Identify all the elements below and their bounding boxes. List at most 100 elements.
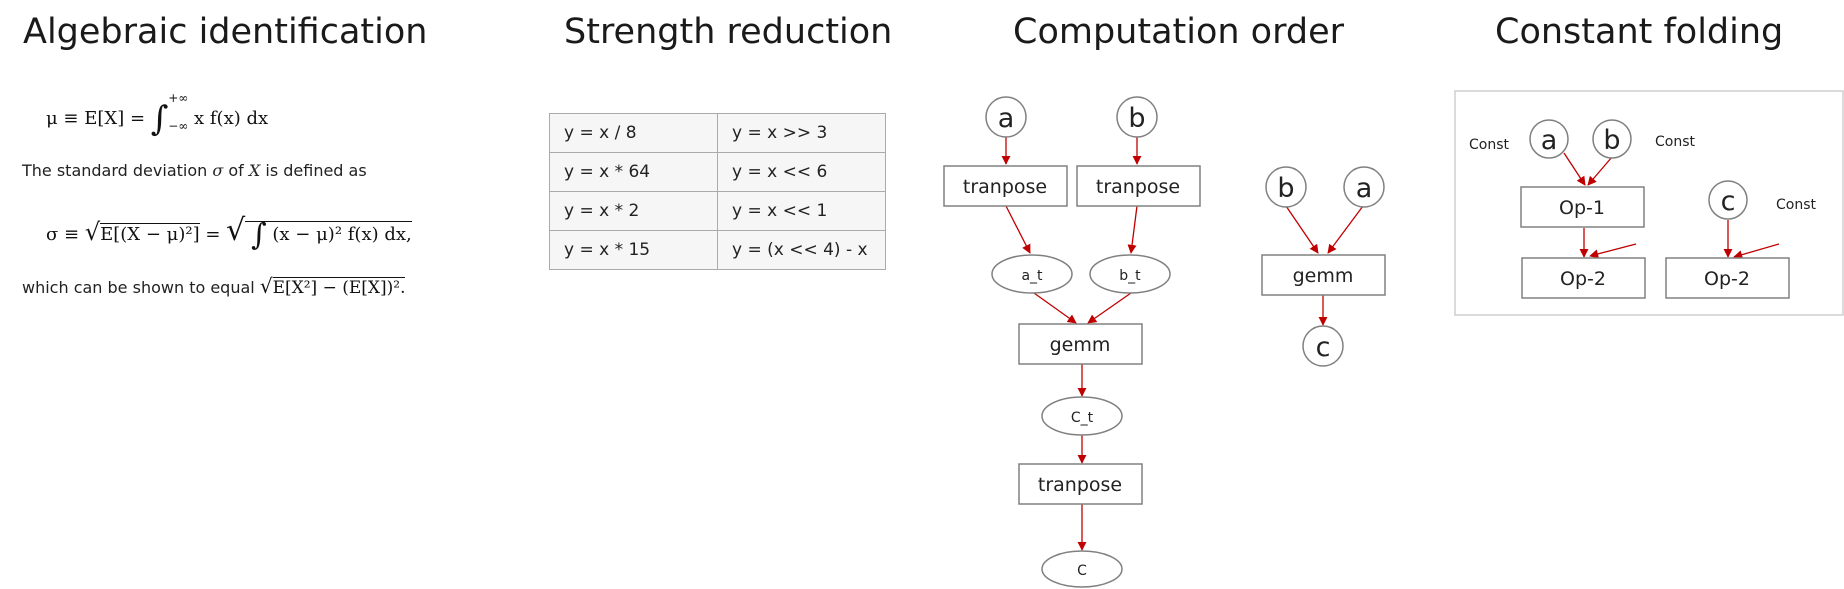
strength-reduction-table: y = x / 8 y = x >> 3 y = x * 64 y = x <<…	[549, 113, 886, 270]
table-cell: y = x << 6	[717, 152, 886, 192]
table-row: y = x / 8 y = x >> 3	[549, 113, 886, 153]
integral-sign: ∫	[150, 99, 169, 139]
order-node-a: a	[985, 96, 1027, 138]
edge-b-gemm	[1285, 205, 1319, 254]
table-cell: y = x >> 3	[717, 113, 886, 153]
limit-upper: +∞	[168, 91, 189, 105]
table-cell: y = (x << 4) - x	[717, 230, 886, 270]
formula-mean-rhs: x f(x) dx	[194, 108, 269, 129]
integral-sign-2: ∫	[251, 217, 267, 253]
fold-node-c-label: c	[1721, 186, 1736, 217]
order-right-node-c: c	[1302, 325, 1344, 367]
formula-equal-body: E[X²] − (E[X])².	[272, 277, 406, 298]
fold-const-label-1: Const	[1469, 137, 1510, 153]
edge-transpose-bt	[1127, 205, 1138, 254]
formula-std-rhs: (x − μ)² f(x) dx,	[272, 224, 412, 245]
order-right-edges	[1285, 205, 1364, 326]
order-gemm-label: gemm	[1050, 334, 1111, 356]
fold-const-label-2: Const	[1655, 134, 1696, 150]
edge-fold-b-op1	[1587, 156, 1613, 186]
formula-std-dev: σ ≡ √E[(X − μ)²] = √ ∫ (x − μ)² f(x) dx,	[46, 213, 412, 253]
order-right-gemm: gemm	[1261, 254, 1386, 296]
title-strength-reduction: Strength reduction	[564, 12, 893, 52]
std-dev-text-a: The standard deviation	[22, 161, 208, 180]
std-dev-text-c: is defined as	[265, 161, 367, 180]
order-transpose-b: tranpose	[1076, 165, 1201, 207]
order-right-node-a-label: a	[1356, 173, 1373, 204]
edge-transpose-at	[1005, 205, 1031, 254]
order-right-node-b-label: b	[1277, 173, 1294, 204]
table-row: y = x * 15 y = (x << 4) - x	[549, 230, 886, 270]
x-symbol: X	[248, 161, 261, 180]
edge-fold-const-op2-right	[1733, 243, 1780, 260]
sigma-symbol: σ	[212, 161, 224, 180]
edge-bt-gemm	[1087, 292, 1132, 324]
fold-const-label-3: Const	[1776, 197, 1817, 213]
order-node-a-t-label: a_t	[1021, 268, 1043, 284]
table-cell: y = x / 8	[549, 113, 718, 153]
fold-node-b: b	[1592, 119, 1632, 159]
formula-mean-lhs: μ ≡ E[X] =	[46, 108, 146, 129]
fold-op1: Op-1	[1520, 186, 1645, 228]
edge-at-gemm	[1033, 292, 1077, 324]
order-node-c-out: C	[1041, 550, 1123, 588]
order-right-node-b: b	[1265, 166, 1307, 208]
title-computation-order: Computation order	[1013, 12, 1345, 52]
computation-order-graph-left: a b tranpose tranpose a_t b_t gemm C_t	[943, 96, 1201, 588]
sqrt-sign-2: √	[226, 213, 246, 248]
table-cell: y = x * 64	[549, 152, 718, 192]
order-node-b-t: b_t	[1089, 254, 1171, 294]
std-dev-sentence: The standard deviation σ of X is defined…	[22, 161, 367, 180]
sqrt-sign-1: √	[84, 218, 101, 246]
order-node-b-label: b	[1128, 103, 1145, 134]
edge-fold-a-op1	[1563, 152, 1586, 186]
std-dev-text-b: of	[228, 161, 244, 180]
formula-std-eq: =	[205, 224, 221, 245]
order-node-a-label: a	[998, 103, 1015, 134]
order-node-c-out-label: C	[1077, 563, 1087, 579]
table-cell: y = x << 1	[717, 191, 886, 231]
edge-a-gemm	[1327, 205, 1364, 254]
formula-std-lhs: σ ≡	[46, 224, 80, 245]
order-node-b: b	[1116, 96, 1158, 138]
order-transpose-b-label: tranpose	[1096, 176, 1180, 198]
order-right-node-a: a	[1343, 166, 1385, 208]
equal-text: which can be shown to equal	[22, 278, 255, 297]
fold-node-b-label: b	[1603, 125, 1620, 156]
order-transpose-a: tranpose	[943, 165, 1068, 207]
constant-folding-diagram: Const Const Const a b Op-1 Op-2 c Op-2	[1454, 90, 1844, 316]
fold-op2-left-label: Op-2	[1560, 268, 1606, 290]
order-node-c-t: C_t	[1041, 396, 1123, 436]
table-row: y = x * 64 y = x << 6	[549, 152, 886, 192]
fold-op1-label: Op-1	[1559, 197, 1605, 219]
order-transpose-a-label: tranpose	[963, 176, 1047, 198]
formula-std-integral-block: ∫ (x − μ)² f(x) dx,	[245, 218, 412, 253]
formula-std-mid: E[(X − μ)²]	[100, 223, 200, 245]
fold-op2-right-label: Op-2	[1704, 268, 1750, 290]
edge-fold-const-op2-left	[1589, 243, 1637, 259]
order-right-node-c-label: c	[1316, 332, 1331, 363]
title-constant-folding: Constant folding	[1495, 12, 1784, 52]
limit-lower: −∞	[168, 119, 189, 133]
order-left-edges	[1001, 137, 1142, 551]
order-transpose-c-label: tranpose	[1038, 474, 1122, 496]
formula-equal: √E[X²] − (E[X])².	[260, 274, 406, 298]
order-gemm: gemm	[1018, 323, 1143, 365]
fold-node-a-label: a	[1541, 125, 1558, 156]
formula-mean-limits: +∞ −∞	[168, 91, 189, 141]
folding-edges	[1563, 152, 1780, 260]
table-row: y = x * 2 y = x << 1	[549, 191, 886, 231]
table-cell: y = x * 15	[549, 230, 718, 270]
fold-node-c: c	[1708, 180, 1748, 220]
order-node-b-t-label: b_t	[1119, 268, 1141, 284]
order-node-c-t-label: C_t	[1071, 410, 1094, 426]
fold-op2-left: Op-2	[1521, 257, 1646, 299]
order-node-a-t: a_t	[991, 254, 1073, 294]
title-algebraic-identification: Algebraic identification	[23, 12, 428, 52]
fold-op2-right: Op-2	[1665, 257, 1790, 299]
sqrt-sign-3: √	[259, 274, 273, 298]
order-right-gemm-label: gemm	[1293, 265, 1354, 287]
fold-node-a: a	[1529, 119, 1569, 159]
order-transpose-c: tranpose	[1018, 463, 1143, 505]
